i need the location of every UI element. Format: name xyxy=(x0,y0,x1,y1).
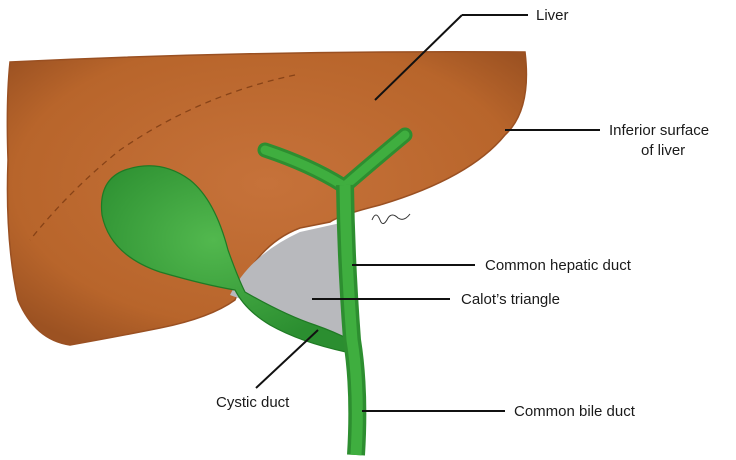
common-bile-duct-hl xyxy=(339,184,363,456)
left-hepatic-duct-hl xyxy=(341,130,410,190)
liver-contour-dashed xyxy=(29,74,296,241)
label-common-hepatic-duct: Common hepatic duct xyxy=(485,257,632,274)
label-inferior-surface-1: Inferior surface xyxy=(609,122,709,139)
leader-lines xyxy=(255,14,600,412)
label-inferior-surface-2: of liver xyxy=(641,142,685,159)
label-liver: Liver xyxy=(536,7,569,24)
label-calots-triangle: Calot’s triangle xyxy=(461,291,560,308)
leader-cystic-duct xyxy=(255,329,319,389)
label-common-bile-duct: Common bile duct xyxy=(514,403,636,420)
liver-shape xyxy=(6,50,528,346)
label-cystic-duct: Cystic duct xyxy=(216,394,290,411)
right-hepatic-duct-hl xyxy=(260,145,347,190)
gallbladder xyxy=(100,165,351,353)
leader-liver xyxy=(374,14,463,101)
artist-signature xyxy=(371,213,411,224)
calots-triangle-region xyxy=(230,222,352,340)
